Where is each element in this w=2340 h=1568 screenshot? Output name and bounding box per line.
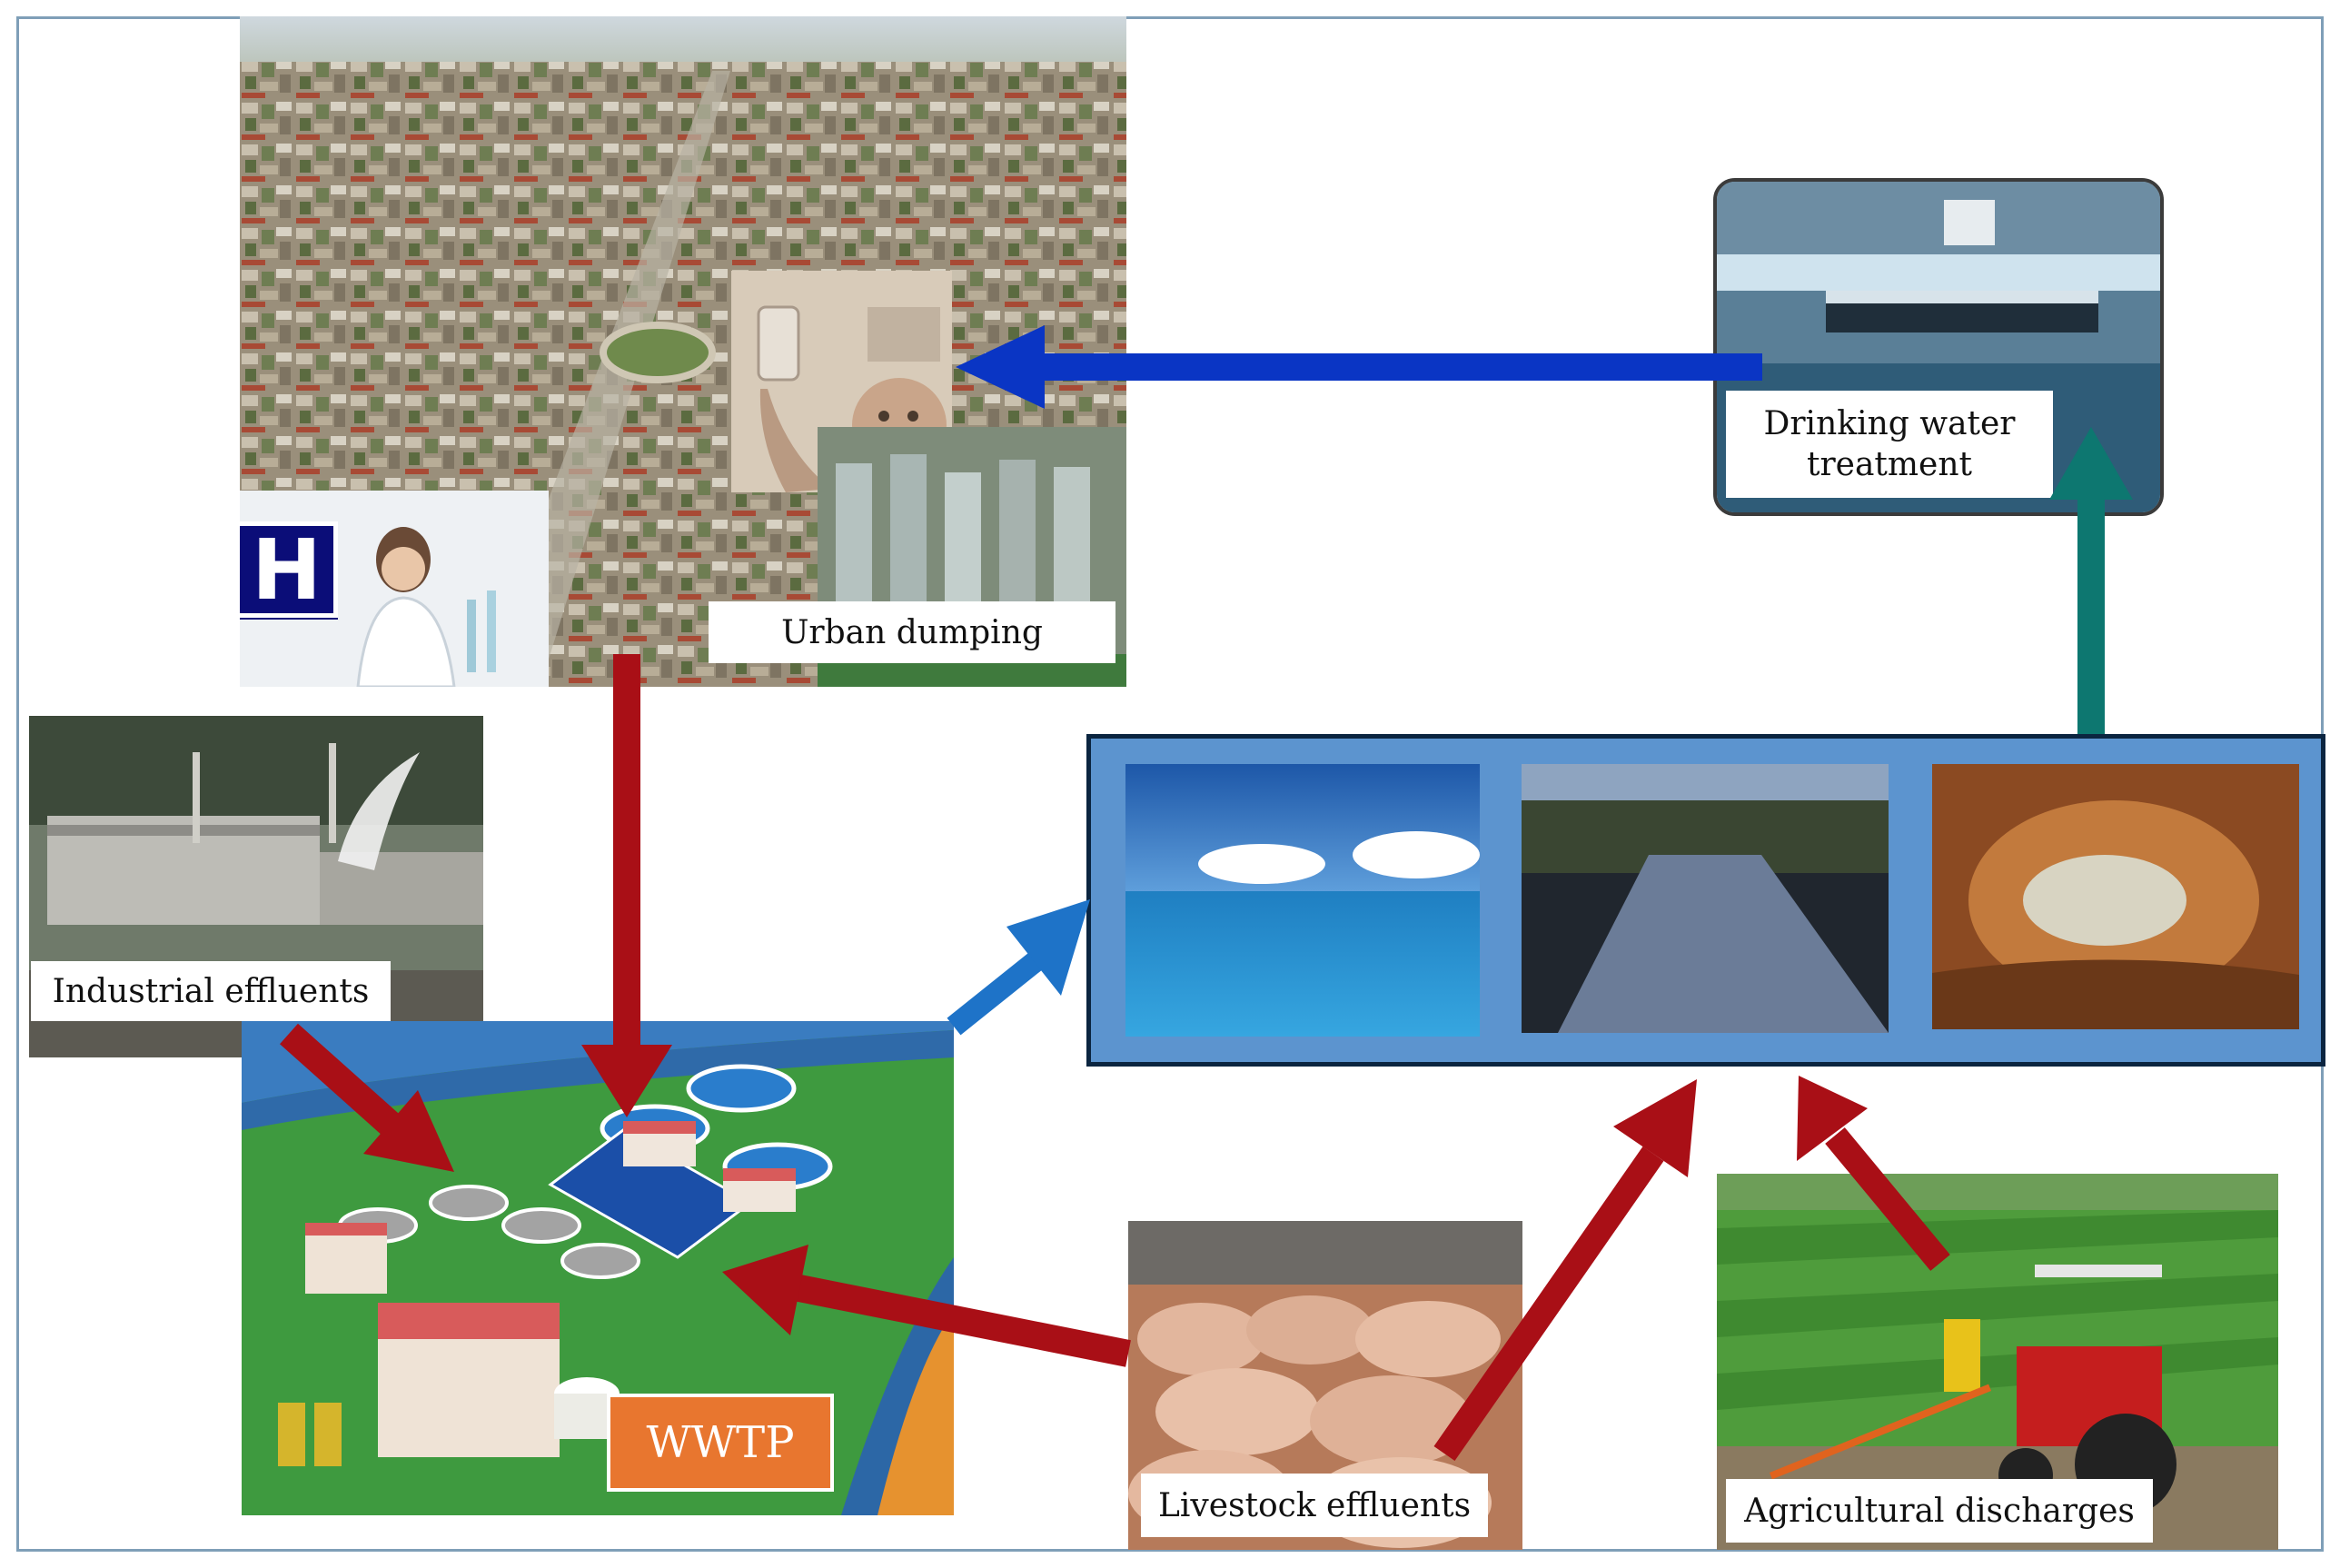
arrow-water-to-treatment <box>2049 427 2133 734</box>
wwtp-illustration-panel <box>242 1021 954 1515</box>
river-photo <box>1522 764 1889 1033</box>
water-bodies-panel <box>1086 734 2325 1067</box>
agricultural-discharges-label: Agricultural discharges <box>1726 1479 2153 1543</box>
sea-photo <box>1125 764 1480 1037</box>
arrow-livestock-to-wwtp <box>722 1245 1131 1367</box>
livestock-effluents-label: Livestock effluents <box>1141 1474 1488 1537</box>
wwtp-label: WWTP <box>607 1394 834 1492</box>
hospital-icon: H <box>240 521 338 619</box>
drinking-water-label: Drinking water treatment <box>1726 391 2053 498</box>
cave-photo <box>1932 764 2299 1029</box>
arrow-agricultural-to-water <box>1797 1076 1950 1271</box>
arrow-livestock-to-water <box>1433 1079 1697 1462</box>
industrial-effluents-label: Industrial effluents <box>31 961 391 1021</box>
agricultural-photo-panel <box>1717 1174 2278 1550</box>
arrow-treatment-to-urban <box>956 325 1762 409</box>
urban-dumping-label: Urban dumping <box>709 601 1115 663</box>
arrow-urban-to-wwtp <box>581 654 672 1117</box>
arrow-industrial-to-wwtp <box>280 1023 454 1172</box>
arrow-wwtp-to-water <box>947 899 1090 1036</box>
